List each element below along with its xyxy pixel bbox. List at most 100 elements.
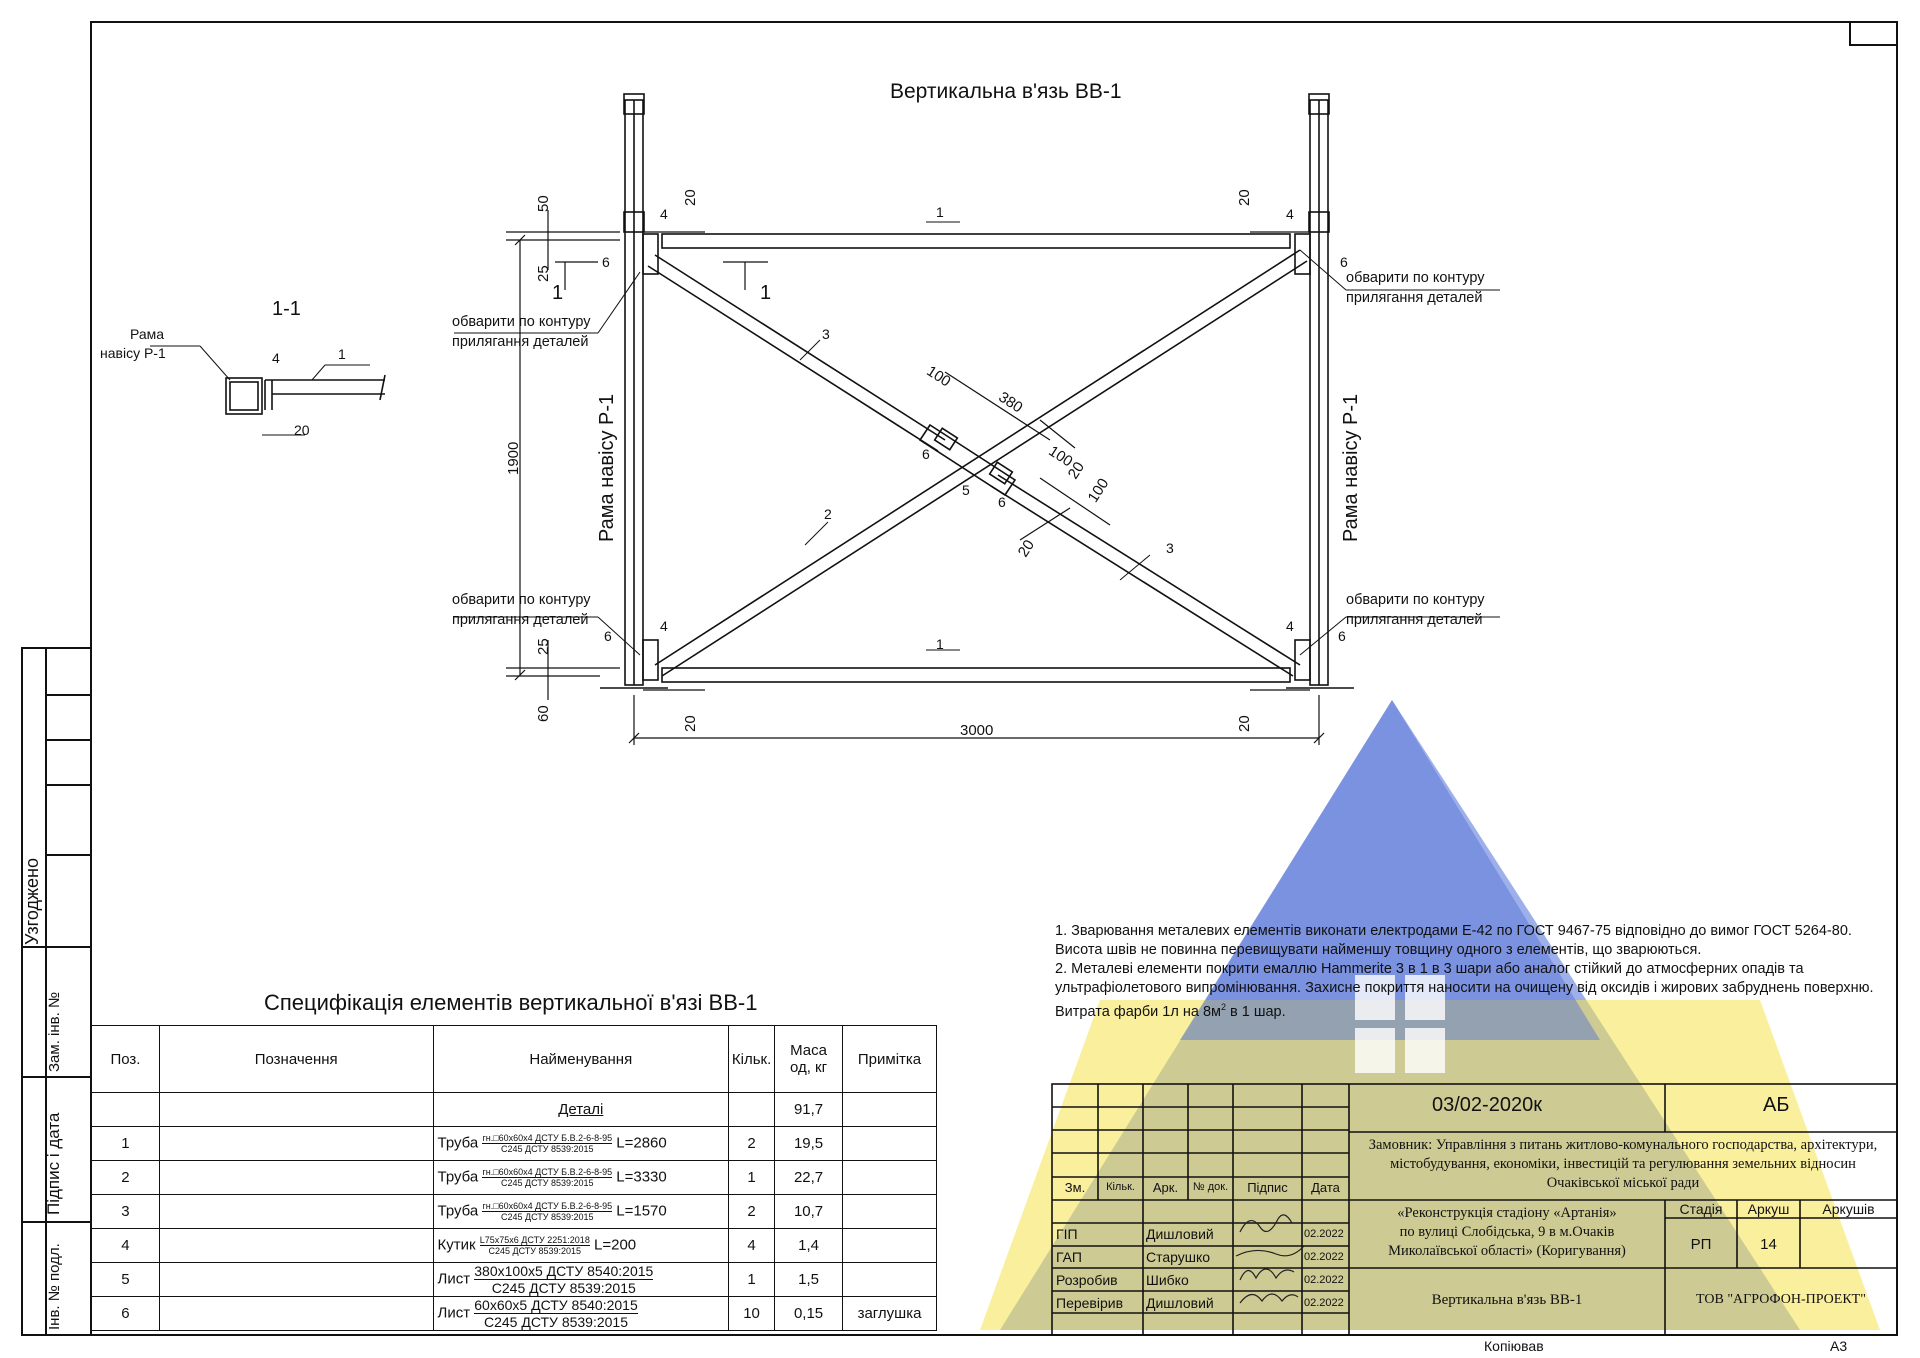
stage-value: РП xyxy=(1690,1236,1712,1253)
dim-20-br: 20 xyxy=(1236,715,1253,732)
staff-date: 02.2022 xyxy=(1304,1274,1344,1286)
staff-role: Розробив xyxy=(1056,1272,1118,1288)
dim-25-top: 25 xyxy=(535,265,552,282)
signatures xyxy=(1235,1214,1305,1304)
format-label: А3 xyxy=(1830,1338,1848,1354)
doc-code: 03/02-2020к xyxy=(1432,1094,1542,1116)
spec-mass: 1,5 xyxy=(774,1262,844,1297)
staff-date: 02.2022 xyxy=(1304,1228,1344,1240)
tb-col-doc: № док. xyxy=(1192,1181,1229,1193)
spec-note: заглушка xyxy=(842,1296,937,1331)
spec-header-name: Найменування xyxy=(432,1025,730,1093)
spec-note xyxy=(842,1194,937,1229)
spec-pos: 2 xyxy=(91,1160,160,1195)
pos-mark-6-tl: 6 xyxy=(602,254,610,270)
spec-qty: 1 xyxy=(728,1262,776,1297)
spec-mass: 19,5 xyxy=(774,1126,844,1161)
frame-label-right: Рама навісу Р-1 xyxy=(1340,393,1362,542)
pos-mark-6-b: 6 xyxy=(998,494,1006,510)
pos-mark-3-lower: 3 xyxy=(1166,540,1174,556)
staff-role: ГАП xyxy=(1056,1249,1082,1265)
dim-20-tr: 20 xyxy=(1236,189,1253,206)
spec-note xyxy=(842,1262,937,1297)
note-1: 1. Зварювання металевих елементів викона… xyxy=(1055,923,1852,958)
section-dim-20: 20 xyxy=(294,422,310,438)
staff-name: Шибко xyxy=(1146,1272,1189,1288)
cut-mark-left: 1 xyxy=(552,282,564,304)
tb-col-date: Дата xyxy=(1311,1180,1340,1195)
spec-mass: 22,7 xyxy=(774,1160,844,1195)
frame-label-left: Рама навісу Р-1 xyxy=(596,393,618,542)
spec-mass: 0,15 xyxy=(774,1296,844,1331)
staff-name: Дишловий xyxy=(1146,1226,1214,1242)
spec-table: Поз. Позначення Найменування Кільк. Маса… xyxy=(91,1025,937,1331)
pos-mark-2: 2 xyxy=(824,506,832,522)
spec-qty: 10 xyxy=(728,1296,776,1331)
dim-50: 50 xyxy=(535,195,552,212)
weld-note-bottom-left-2: прилягання деталей xyxy=(452,612,589,628)
drawing-title: Вертикальна в'язь ВВ-1 xyxy=(890,80,1122,103)
side-inv-orig: Інв. № подл. xyxy=(46,1243,63,1330)
weld-note-bottom-right-2: прилягання деталей xyxy=(1346,612,1483,628)
spec-header-note: Примітка xyxy=(842,1025,937,1093)
spec-note xyxy=(842,1160,937,1195)
section-label: 1-1 xyxy=(272,298,301,320)
side-agreed: Узгоджено xyxy=(22,858,42,945)
spec-qty: 2 xyxy=(728,1194,776,1229)
section-frame-label-2: навісу Р-1 xyxy=(100,345,166,361)
table-row: Деталі 91,7 xyxy=(91,1092,937,1127)
section-code: АБ xyxy=(1763,1094,1790,1116)
weld-note-top-left-1: обварити по контуру xyxy=(452,314,591,330)
spec-pos: 6 xyxy=(91,1296,160,1331)
staff-name: Дишловий xyxy=(1146,1295,1214,1311)
staff-role: ГІП xyxy=(1056,1226,1078,1242)
spec-note xyxy=(842,1228,937,1263)
spec-title: Специфікація елементів вертикальної в'яз… xyxy=(264,990,758,1015)
spec-header-designation: Позначення xyxy=(158,1025,434,1093)
tb-col-sheet: Арк. xyxy=(1152,1180,1179,1195)
spec-pos: 1 xyxy=(91,1126,160,1161)
staff-date: 02.2022 xyxy=(1304,1251,1344,1263)
note-2: 2. Металеві елементи покрити емаллю Hamm… xyxy=(1055,961,1874,1020)
weld-note-bottom-left-1: обварити по контуру xyxy=(452,592,591,608)
sheet-label: Аркуш xyxy=(1747,1201,1790,1217)
pos-mark-4-tr: 4 xyxy=(1286,206,1294,222)
weld-note-bottom-right-1: обварити по контуру xyxy=(1346,592,1485,608)
spec-pos: 5 xyxy=(91,1262,160,1297)
spec-qty: 1 xyxy=(728,1160,776,1195)
spec-header-row: Поз. Позначення Найменування Кільк. Маса… xyxy=(91,1025,937,1093)
pos-mark-1-top: 1 xyxy=(936,204,944,220)
pos-mark-6-a: 6 xyxy=(922,446,930,462)
spec-qty: 2 xyxy=(728,1126,776,1161)
weld-note-top-left-2: прилягання деталей xyxy=(452,334,589,350)
tb-col-change: Зм. xyxy=(1064,1180,1086,1195)
pos-mark-1-bottom: 1 xyxy=(936,636,944,652)
dim-25-bottom: 25 xyxy=(535,638,552,655)
spec-mass: 1,4 xyxy=(774,1228,844,1263)
dim-20-bl: 20 xyxy=(682,715,699,732)
dim-60: 60 xyxy=(535,705,552,722)
spec-group-mass: 91,7 xyxy=(774,1092,844,1127)
dim-1900: 1900 xyxy=(505,441,522,475)
spec-group-label: Деталі xyxy=(432,1092,730,1127)
pos-mark-6-tr: 6 xyxy=(1340,254,1348,270)
pos-mark-4-bl: 4 xyxy=(660,618,668,634)
pos-mark-3-upper: 3 xyxy=(822,326,830,342)
customer: Замовник: Управління з питань житлово-ко… xyxy=(1368,1137,1878,1191)
weld-note-top-right-1: обварити по контуру xyxy=(1346,270,1485,286)
pos-mark-6-br: 6 xyxy=(1338,628,1346,644)
side-replace-inv: Зам. інв. № xyxy=(46,991,63,1072)
company: ТОВ "АГРОФОН-ПРОЕКТ" xyxy=(1696,1292,1866,1307)
